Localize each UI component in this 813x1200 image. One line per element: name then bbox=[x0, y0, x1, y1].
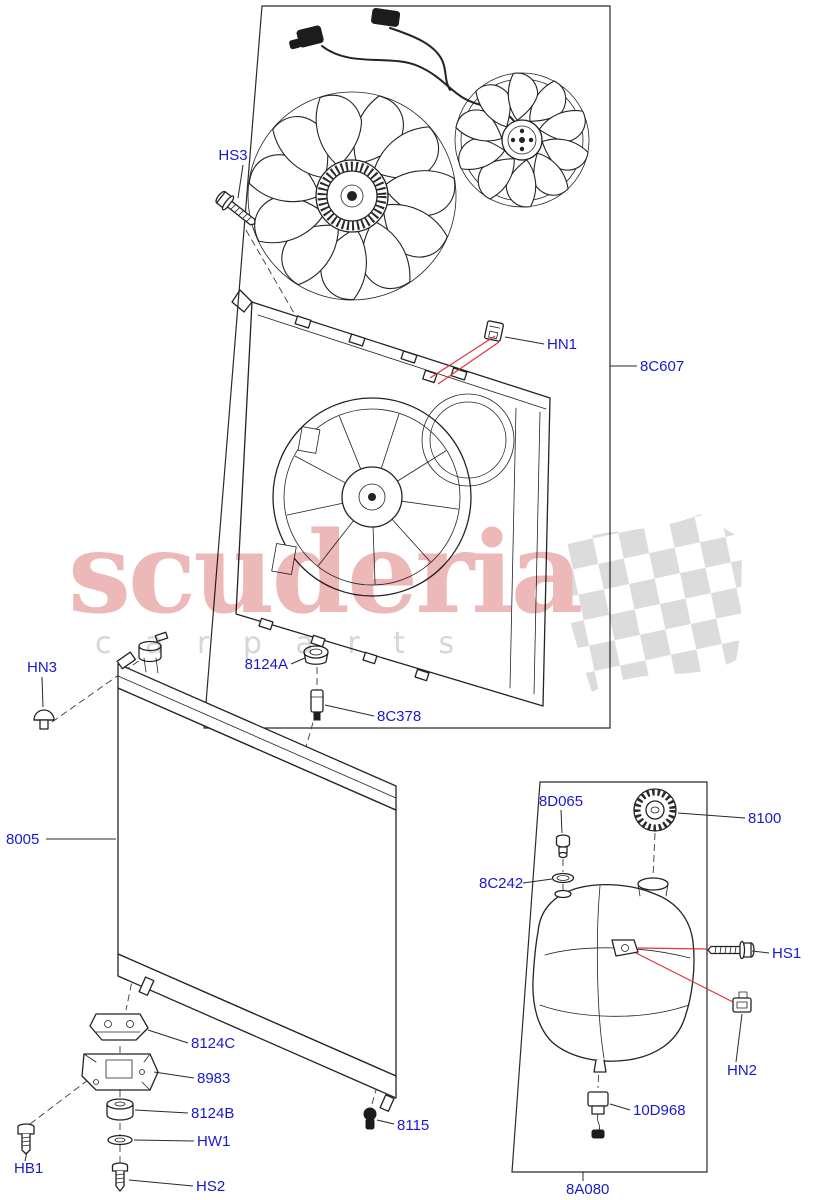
part-label-8005[interactable]: 8005 bbox=[6, 831, 39, 848]
labels: HS3 HN1 8C607 HN3 8124A 8C378 8005 8D065… bbox=[6, 147, 801, 1198]
radiator-filler-neck bbox=[138, 631, 169, 674]
assembly-box-expansion-tank bbox=[511, 781, 708, 1173]
cooling-fan-secondary bbox=[450, 66, 594, 214]
part-label-8c378[interactable]: 8C378 bbox=[377, 708, 421, 725]
part-label-hn2[interactable]: HN2 bbox=[727, 1062, 757, 1079]
part-label-hs2[interactable]: HS2 bbox=[196, 1178, 225, 1195]
part-label-8100[interactable]: 8100 bbox=[748, 810, 781, 827]
part-label-10d968[interactable]: 10D968 bbox=[633, 1102, 686, 1119]
grommet-hn3 bbox=[33, 709, 55, 730]
part-label-8124b[interactable]: 8124B bbox=[191, 1105, 234, 1122]
expansion-tank bbox=[532, 877, 695, 1073]
part-label-8124a[interactable]: 8124A bbox=[245, 656, 288, 673]
part-label-8124c[interactable]: 8124C bbox=[191, 1035, 235, 1052]
bushing-8124b bbox=[106, 1098, 134, 1121]
bracket-8983 bbox=[81, 1053, 159, 1091]
part-label-hb1[interactable]: HB1 bbox=[14, 1160, 43, 1177]
drain-plug-8115 bbox=[363, 1107, 377, 1130]
bracket-8124c bbox=[89, 1013, 149, 1041]
clip-hn1 bbox=[484, 320, 504, 342]
part-label-8d065[interactable]: 8D065 bbox=[539, 793, 583, 810]
leader-lines bbox=[24, 164, 770, 1187]
part-label-8c242[interactable]: 8C242 bbox=[479, 875, 523, 892]
part-label-8983[interactable]: 8983 bbox=[197, 1070, 230, 1087]
cap-8d065 bbox=[555, 834, 571, 859]
radiator bbox=[116, 631, 397, 1112]
pin-8c378 bbox=[310, 689, 324, 721]
part-label-hn3[interactable]: HN3 bbox=[27, 659, 57, 676]
part-label-hs1[interactable]: HS1 bbox=[772, 945, 801, 962]
part-label-hw1[interactable]: HW1 bbox=[197, 1133, 230, 1150]
wire-connector-icon bbox=[371, 8, 401, 27]
screw-hs2 bbox=[111, 1162, 129, 1192]
washer-hw1 bbox=[107, 1134, 133, 1146]
checkered-flag-icon bbox=[556, 514, 744, 692]
part-label-8115[interactable]: 8115 bbox=[397, 1117, 429, 1134]
bolt-hb1 bbox=[17, 1123, 35, 1155]
cooling-fan-primary bbox=[242, 83, 465, 307]
o-ring-8c242 bbox=[551, 872, 575, 884]
part-label-8c607[interactable]: 8C607 bbox=[640, 358, 684, 375]
part-label-8a080[interactable]: 8A080 bbox=[566, 1181, 609, 1198]
part-label-hn1[interactable]: HN1 bbox=[547, 336, 577, 353]
red-locator-lines bbox=[429, 335, 734, 1003]
bolt-hs1 bbox=[707, 940, 755, 960]
fan-shroud bbox=[231, 289, 551, 707]
part-label-hs3[interactable]: HS3 bbox=[218, 147, 247, 164]
level-sensor-10d968 bbox=[587, 1091, 609, 1139]
clip-hn2 bbox=[732, 991, 752, 1013]
assembly-box-fan-shroud bbox=[203, 5, 611, 729]
bolt-hs3 bbox=[212, 188, 261, 232]
tank-cap-8100 bbox=[633, 788, 677, 832]
tank-mount-tab bbox=[611, 939, 639, 957]
grommet-8124a bbox=[303, 645, 329, 665]
